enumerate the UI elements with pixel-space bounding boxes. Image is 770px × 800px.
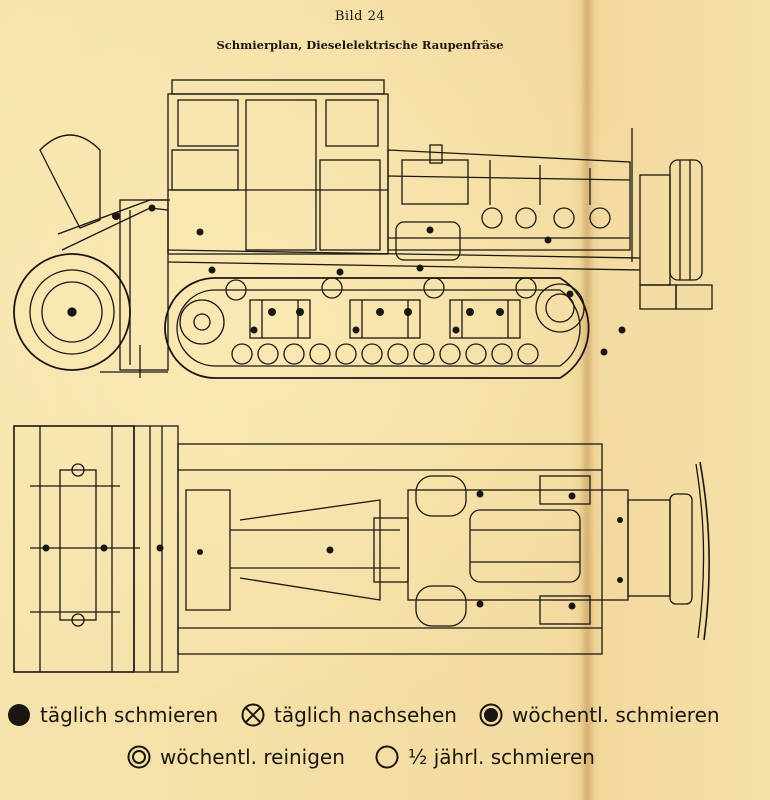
ringed-dot-icon [479,703,503,727]
legend-label: täglich nachsehen [274,703,457,727]
legend-label: wöchentl. reinigen [160,745,345,769]
legend-label: ½ jährl. schmieren [408,745,595,769]
double-circle-icon [127,745,151,769]
top-view [13,425,710,673]
side-lube-points [112,204,626,356]
legend-row-1: täglich schmieren täglich nachsehen wöch… [0,702,770,738]
legend-item-daily-check: täglich nachsehen [240,702,457,728]
cab [167,79,389,255]
figure-number: Bild 24 [334,9,386,24]
legend-label: täglich schmieren [40,703,219,727]
open-circle-icon [375,745,399,769]
cutter-wheel [13,253,131,371]
crossed-circle-icon [241,703,265,727]
legend-item-daily-lubricate: täglich schmieren [6,702,218,728]
legend-row-2: wöchentl. reinigen ½ jährl. schmieren [0,744,770,780]
cutter-unit-top [13,425,179,673]
legend-item-weekly-lubricate: wöchentl. schmieren [478,702,720,728]
filled-dot-icon [8,704,30,726]
side-view [13,79,713,379]
legend-item-halfyear-lubricate: ½ jährl. schmieren [374,744,595,770]
crawler-track [164,277,590,379]
legend-item-weekly-clean: wöchentl. reinigen [126,744,345,770]
radiator [631,128,713,310]
engine-hood [387,144,631,261]
engine-block-top [407,475,629,627]
legend-label: wöchentl. schmieren [512,703,720,727]
top-lube-points [42,490,623,610]
figure-title: Schmierplan, Dieselelektrische Raupenfrä… [216,38,504,52]
